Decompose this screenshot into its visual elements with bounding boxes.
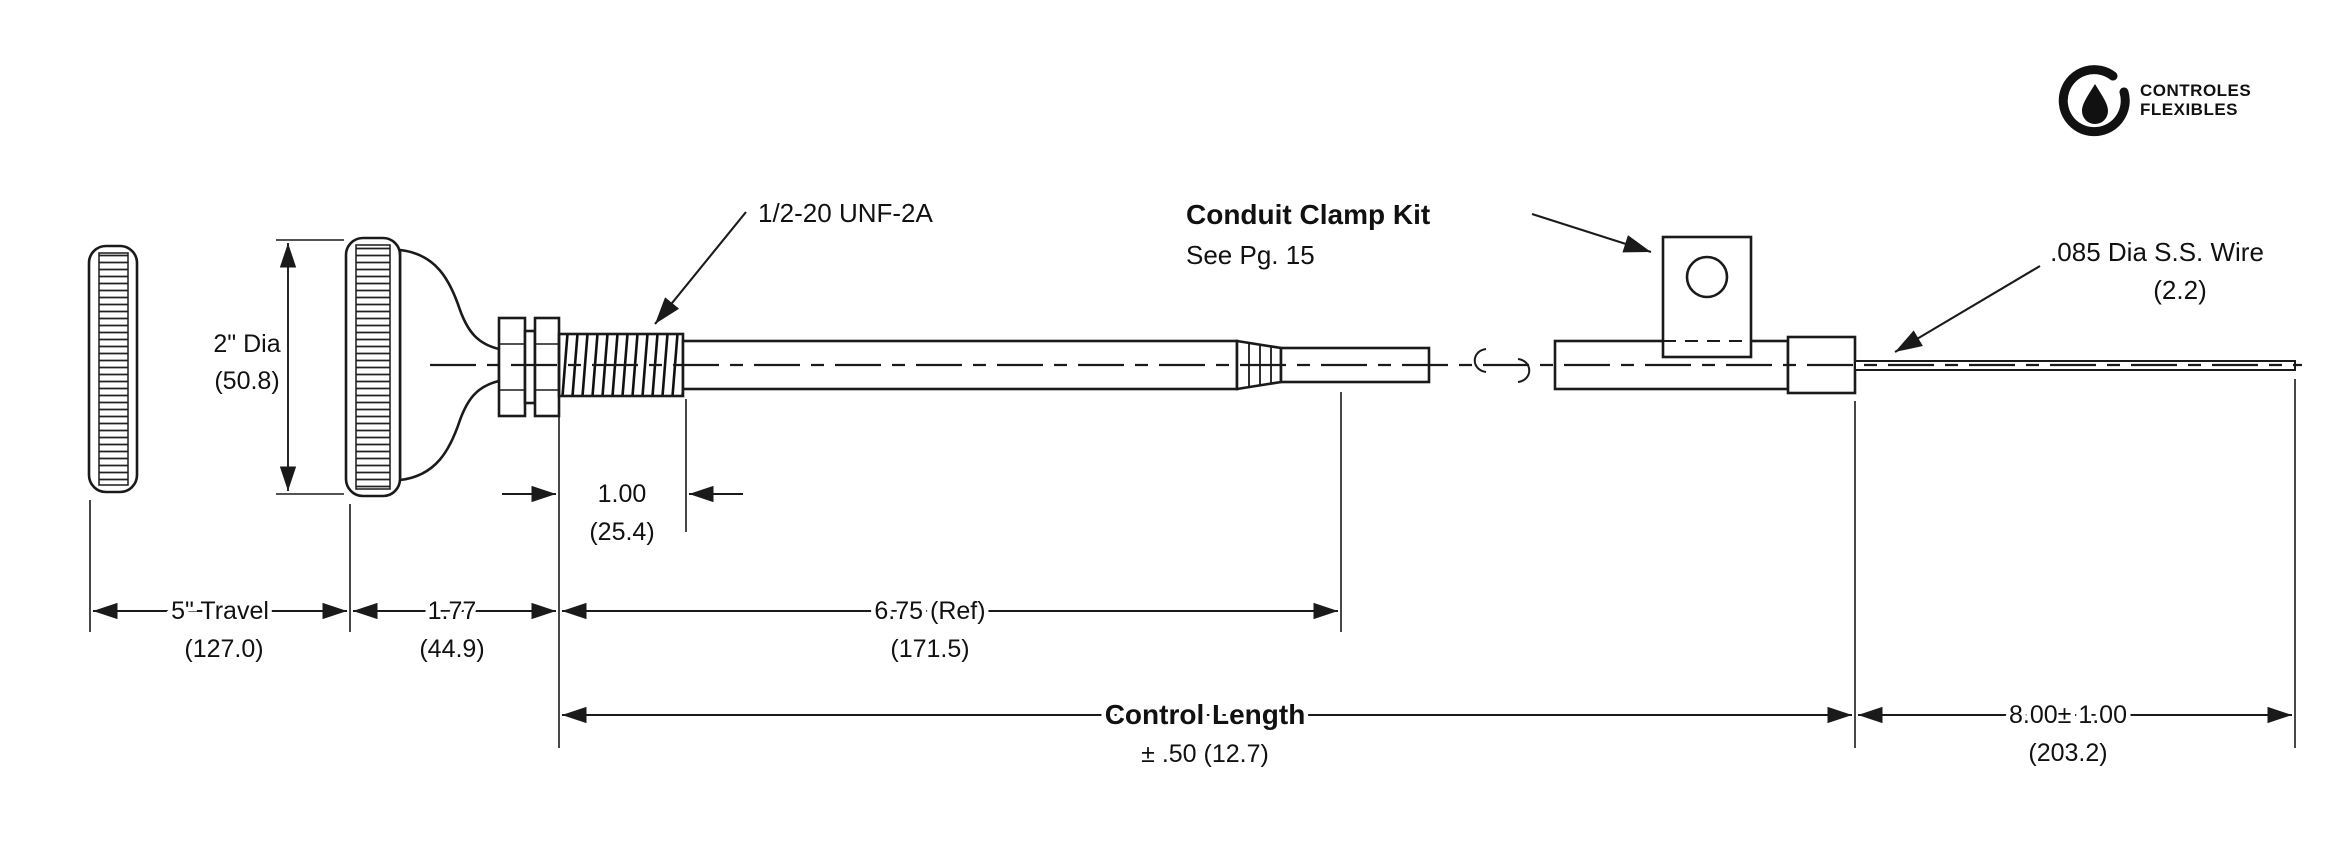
dim-wire-extension: 8.00± 1.00 (203.2)	[1857, 379, 2296, 772]
dim-hub-length-imperial: 1.77	[428, 597, 477, 625]
dim-thread-length-imperial: 1.00	[598, 480, 647, 508]
knob-extended-position	[87, 244, 139, 494]
thread-spec-callout: 1/2-20 UNF-2A	[654, 194, 937, 325]
dim-reference-length-metric: (171.5)	[890, 635, 969, 663]
dim-reference-length: 6.75 (Ref) (171.5)	[558, 392, 1342, 748]
brand-logo: CONTROLES FLEXIBLES	[2058, 65, 2251, 137]
dim-wire-extension-imperial: 8.00± 1.00	[2009, 701, 2127, 729]
dim-travel-metric: (127.0)	[184, 635, 263, 663]
knob-retracted-position	[344, 236, 501, 498]
logo-droplet-icon	[2058, 65, 2130, 137]
dim-control-length-label: Control Length	[1105, 699, 1306, 730]
dim-hub-length-metric: (44.9)	[419, 635, 484, 663]
dim-reference-length-imperial: 6.75 (Ref)	[874, 597, 985, 625]
dim-travel: 5" Travel (127.0)	[89, 500, 351, 668]
dim-thread-length: 1.00 (25.4)	[502, 399, 743, 551]
dim-knob-diameter-imperial: 2" Dia	[213, 330, 280, 358]
wire-spec-metric: (2.2)	[2153, 275, 2206, 305]
dim-travel-imperial: 5" Travel	[171, 597, 269, 625]
wire-spec-label: .085 Dia S.S. Wire	[2050, 237, 2264, 267]
clamp-kit-page-ref: See Pg. 15	[1186, 240, 1315, 270]
dim-hub-length: 1.77 (44.9)	[353, 593, 556, 668]
dim-knob-diameter: 2" Dia (50.8)	[209, 239, 344, 495]
dim-knob-diameter-metric: (50.8)	[214, 367, 279, 395]
clamp-mounting-hole	[1685, 255, 1729, 299]
logo-text-line1: CONTROLES	[2140, 81, 2251, 100]
dim-wire-extension-metric: (203.2)	[2028, 739, 2107, 767]
conduit-break-symbol	[1473, 348, 1531, 383]
thread-spec-label: 1/2-20 UNF-2A	[758, 198, 933, 228]
logo-text-line2: FLEXIBLES	[2140, 100, 2238, 119]
jam-nut-stack	[497, 316, 561, 418]
dim-thread-length-metric: (25.4)	[589, 518, 654, 546]
clamp-kit-title: Conduit Clamp Kit	[1186, 199, 1430, 230]
dim-control-length-tolerance: ± .50 (12.7)	[1141, 740, 1269, 768]
wire-spec-callout: .085 Dia S.S. Wire (2.2)	[1894, 233, 2268, 353]
clamp-kit-callout: Conduit Clamp Kit See Pg. 15	[1182, 195, 1652, 274]
dim-control-length: Control Length ± .50 (12.7)	[562, 401, 1856, 773]
conduit-clamp	[1661, 235, 1753, 359]
